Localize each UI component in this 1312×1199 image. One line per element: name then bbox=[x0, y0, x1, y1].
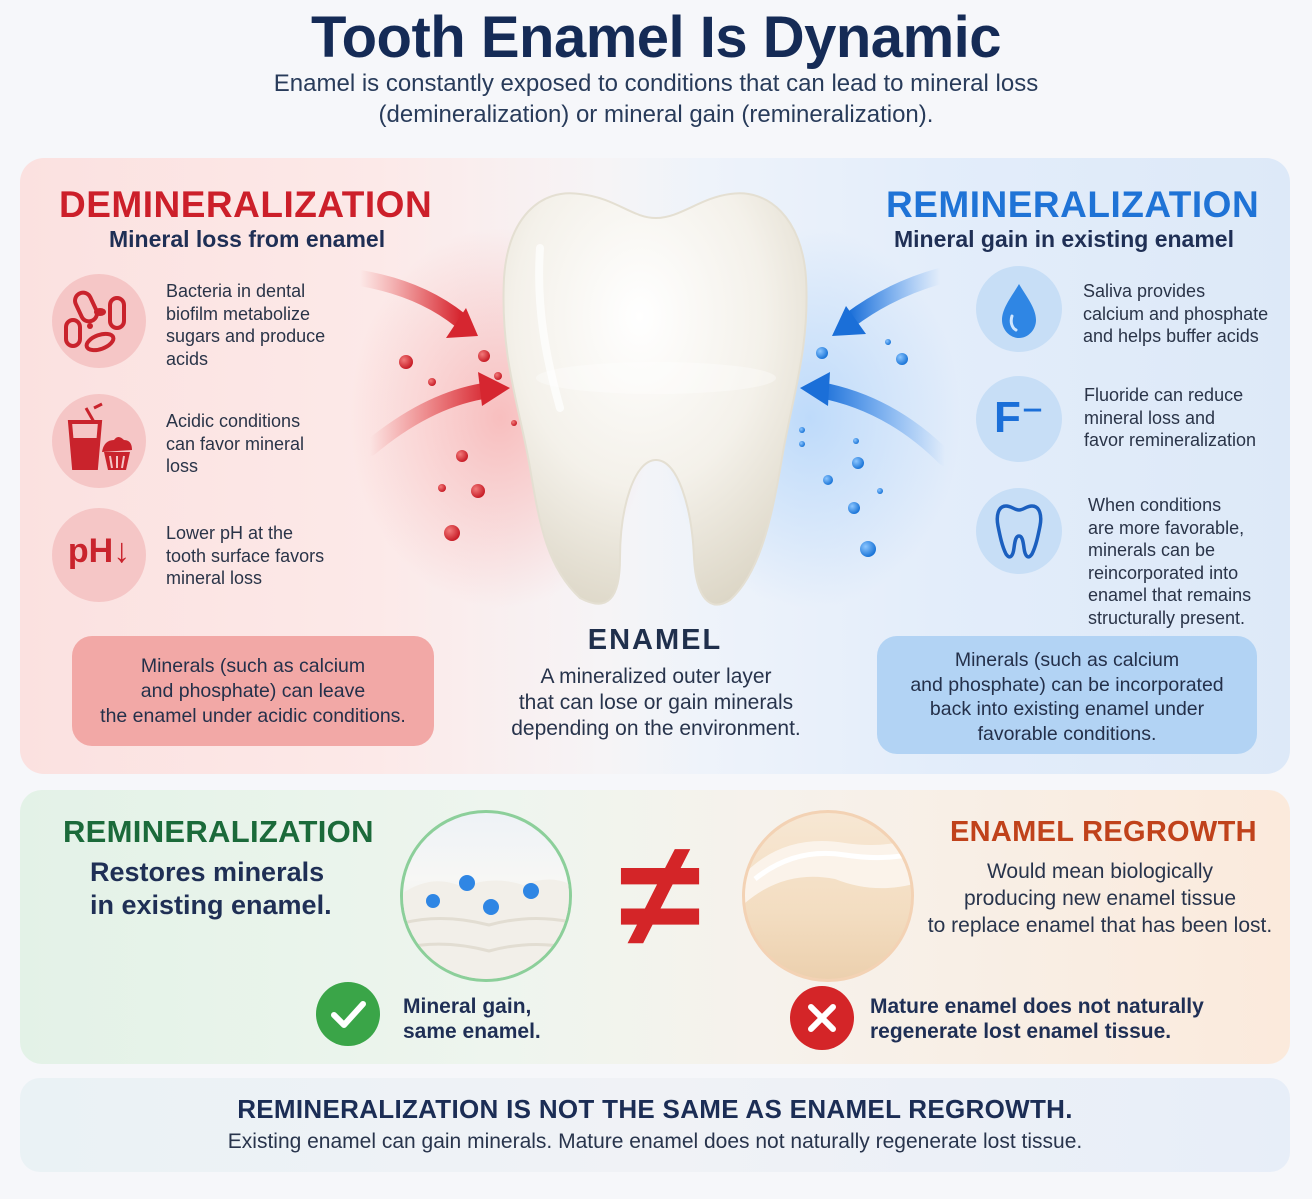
no-regrowth-note: Mature enamel does not naturally regener… bbox=[870, 995, 1204, 1043]
acid-arrow bbox=[362, 382, 498, 456]
enamel-regrowth-description: Would mean biologically producing new en… bbox=[927, 860, 1273, 937]
remin-item-text: When conditions are more favorable, mine… bbox=[1088, 495, 1252, 628]
remineralization-subtitle: Mineral gain in existing enamel bbox=[894, 226, 1234, 252]
close-icon bbox=[790, 986, 854, 1050]
bacteria-icon bbox=[52, 274, 146, 368]
soda-cupcake-icon bbox=[52, 394, 146, 488]
demin-item-text: Acidic conditions can favor mineral loss bbox=[166, 411, 305, 476]
remineralization-title: REMINERALIZATION bbox=[886, 184, 1260, 225]
comparison-panel: REMINERALIZATION Restores minerals in ex… bbox=[20, 790, 1290, 1064]
remin-comparison-title: REMINERALIZATION bbox=[63, 814, 374, 849]
enamel-label: ENAMEL bbox=[587, 624, 723, 656]
subtitle-line: Enamel is constantly exposed to conditio… bbox=[273, 70, 1039, 97]
demineralization-subtitle: Mineral loss from enamel bbox=[109, 226, 386, 252]
dynamic-enamel-panel: DEMINERALIZATION Mineral loss from ename… bbox=[20, 158, 1290, 774]
tooth-illustration bbox=[350, 192, 960, 608]
enamel-minerals-image bbox=[400, 810, 572, 982]
summary-subtitle: Existing enamel can gain minerals. Matur… bbox=[227, 1130, 1083, 1153]
fluoride-icon: F⁻ bbox=[976, 376, 1062, 462]
not-equal-symbol: ≠ bbox=[618, 810, 702, 978]
demin-item-text: Bacteria in dental biofilm metabolize su… bbox=[166, 281, 326, 369]
tooth-shape bbox=[502, 192, 808, 606]
acid-arrow-head bbox=[478, 372, 510, 406]
summary-title: REMINERALIZATION IS NOT THE SAME AS ENAM… bbox=[237, 1094, 1073, 1124]
mineral-arrow bbox=[842, 268, 948, 328]
mineral-gain-note: Mineral gain, same enamel. bbox=[403, 995, 541, 1043]
enamel-regrowth-image bbox=[742, 810, 914, 982]
page-title: Tooth Enamel Is Dynamic bbox=[310, 5, 1002, 70]
remin-callout: Minerals (such as calcium and phosphate)… bbox=[877, 636, 1257, 754]
demin-callout: Minerals (such as calcium and phosphate)… bbox=[72, 636, 434, 746]
mineral-arrow bbox=[812, 382, 953, 466]
remin-comparison-subtitle: Restores minerals in existing enamel. bbox=[90, 857, 332, 920]
page-subtitle: Enamel is constantly exposed to conditio… bbox=[156, 68, 1156, 130]
summary-banner: REMINERALIZATION IS NOT THE SAME AS ENAM… bbox=[20, 1078, 1290, 1172]
mineral-arrow-head bbox=[832, 306, 866, 336]
check-icon bbox=[316, 982, 380, 1046]
remin-item-text: Fluoride can reduce mineral loss and fav… bbox=[1084, 385, 1257, 450]
water-drop-icon bbox=[976, 266, 1062, 352]
enamel-regrowth-title: ENAMEL REGROWTH bbox=[950, 816, 1257, 848]
acid-arrow-head bbox=[446, 308, 478, 338]
mineral-arrow-head bbox=[800, 372, 830, 406]
demin-item-text: Lower pH at the tooth surface favors min… bbox=[166, 523, 325, 588]
remin-item-text: Saliva provides calcium and phosphate an… bbox=[1083, 281, 1269, 346]
subtitle-line: (demineralization) or mineral gain (remi… bbox=[378, 101, 934, 128]
ph-down-icon: pH↓ bbox=[52, 508, 146, 602]
tooth-outline-icon bbox=[976, 488, 1062, 574]
enamel-description: A mineralized outer layer that can lose … bbox=[511, 665, 801, 740]
acid-arrow bbox=[352, 270, 468, 328]
demineralization-title: DEMINERALIZATION bbox=[59, 184, 433, 225]
